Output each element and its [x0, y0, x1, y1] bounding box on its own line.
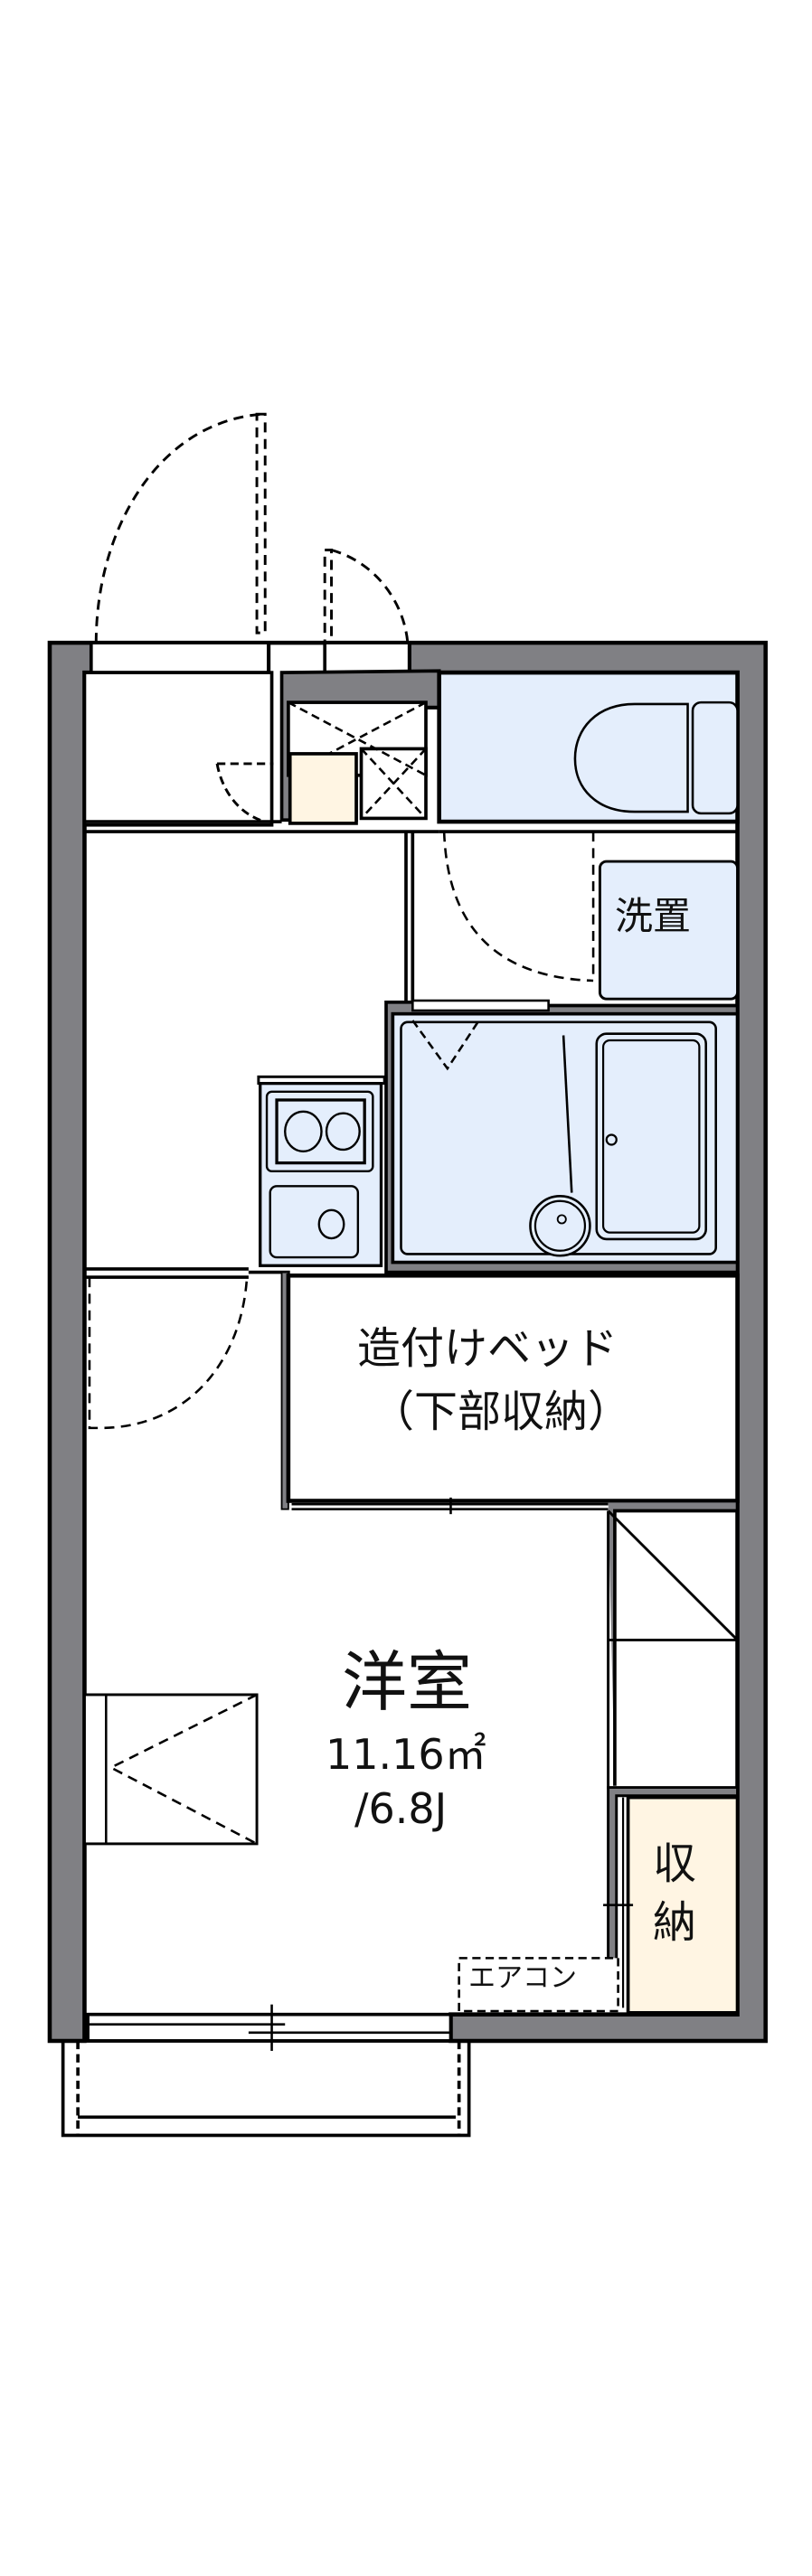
toilet-room: [437, 670, 740, 824]
balcony: [61, 2039, 471, 2138]
window: [86, 2004, 453, 2052]
genkan-floor: [82, 671, 274, 827]
room-door-swing: [88, 1277, 249, 1430]
room-partition: [84, 1267, 290, 1279]
closet-label-line1: 収: [653, 1838, 697, 1889]
washroom-door-swing: [442, 832, 595, 982]
room-area: 11.16㎡: [326, 1730, 486, 1779]
room-jo: /6.8J: [354, 1784, 448, 1833]
built-in-bed: [280, 1271, 740, 1515]
shoe-cabinet-door: [215, 762, 274, 823]
entrance-door-swing: [94, 412, 410, 644]
aircon-label: エアコン: [468, 1962, 577, 1994]
built-in-bed-label-line1: 造付けベッド: [357, 1323, 618, 1374]
stair-storage: [607, 1499, 740, 1790]
built-in-bed-label-line2: （下部収納）: [371, 1387, 632, 1437]
washer-space-label: 洗置: [615, 894, 692, 938]
closet: [603, 1786, 740, 2015]
desk: [82, 1693, 259, 1846]
air-conditioner: [458, 1957, 619, 2013]
closet-label-line2: 納: [653, 1897, 697, 1948]
bathroom: [384, 999, 740, 1274]
kitchen-counter: [257, 1075, 386, 1267]
room-name: 洋室: [342, 1644, 473, 1720]
shoe-storage: [288, 752, 358, 825]
washer-space: [598, 860, 739, 1001]
corridor: [84, 830, 738, 1002]
